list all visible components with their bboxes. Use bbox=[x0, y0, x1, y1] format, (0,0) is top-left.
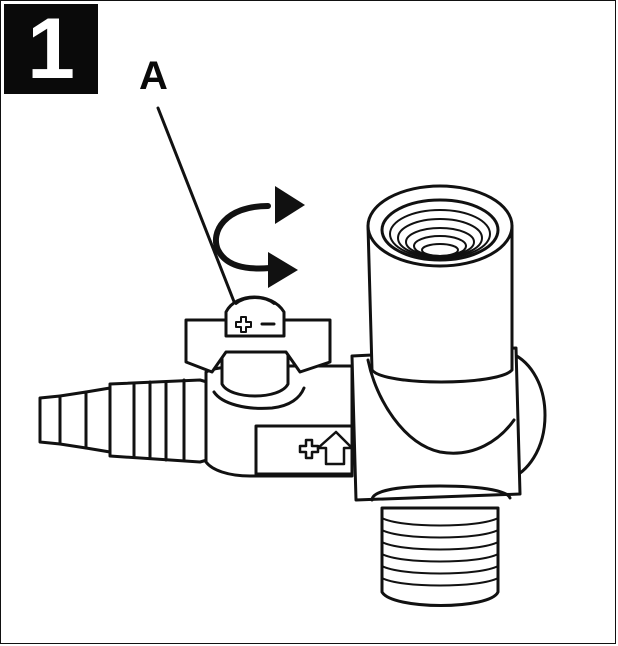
plus-arrow-up-icon bbox=[298, 430, 354, 466]
lower-thread bbox=[380, 506, 500, 607]
plus-icon bbox=[235, 316, 252, 333]
valve-handle-icon bbox=[184, 295, 332, 398]
callout-leader-line bbox=[156, 106, 244, 324]
callout-label-a: A bbox=[139, 54, 168, 98]
tee-fitting bbox=[350, 346, 547, 502]
valve-body bbox=[204, 364, 354, 478]
rotation-arrow-icon bbox=[213, 186, 305, 288]
upper-socket bbox=[366, 184, 514, 384]
step-number-badge: 1 bbox=[4, 4, 98, 94]
hose-barb bbox=[38, 378, 216, 464]
